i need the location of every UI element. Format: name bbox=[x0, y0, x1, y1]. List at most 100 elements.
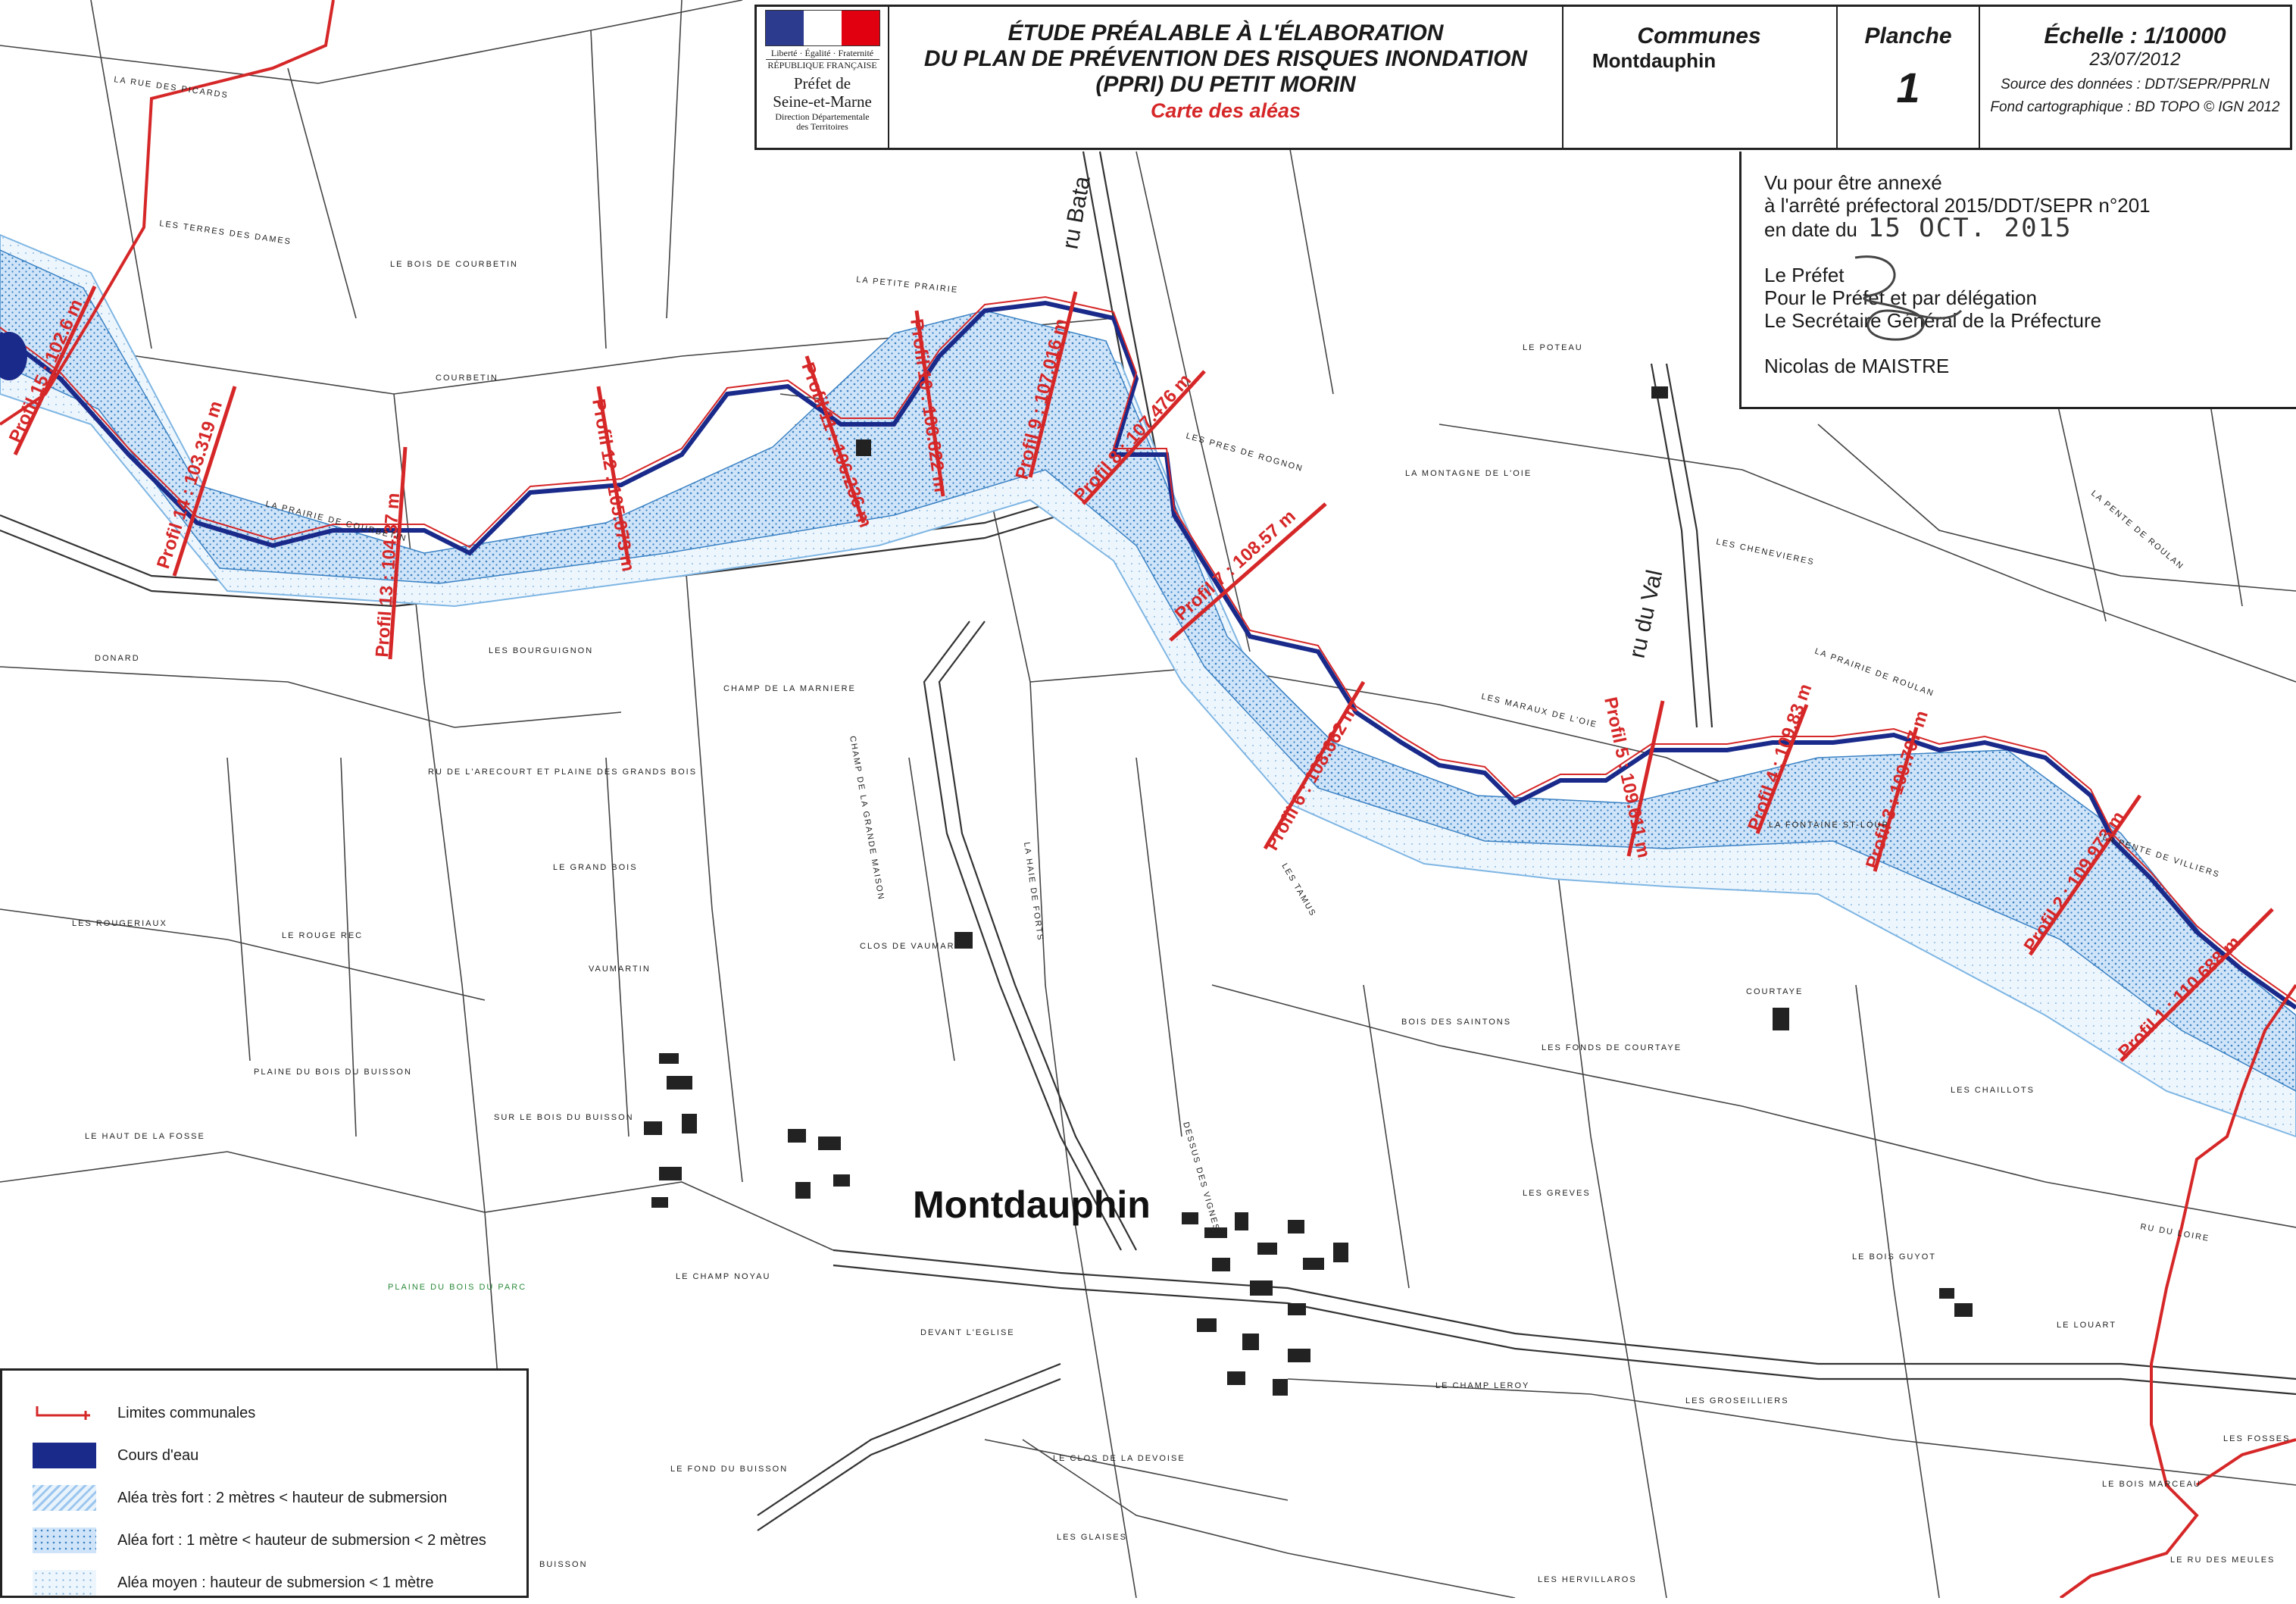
planche-number: 1 bbox=[1896, 64, 1920, 111]
scale-cell: Échelle : 1/10000 23/07/2012 Source des … bbox=[1980, 7, 2290, 148]
legend-label: Limites communales bbox=[117, 1404, 256, 1421]
light-dot-swatch-icon bbox=[33, 1570, 96, 1596]
logo-republic: RÉPUBLIQUE FRANÇAISE bbox=[765, 59, 879, 71]
place-name: LE BOIS DE COURBETIN bbox=[390, 260, 518, 269]
buildings bbox=[644, 386, 1973, 1396]
data-source: Source des données : DDT/SEPR/PPRLN bbox=[2001, 77, 2269, 92]
flood-zone-fort bbox=[0, 249, 2296, 1092]
place-name: COURTAYE bbox=[1746, 987, 1803, 996]
place-name: LA PENTE DE ROULAN bbox=[2089, 489, 2185, 571]
place-name: LA HAIE DE FORTS bbox=[1022, 842, 1045, 942]
place-name: LE GRAND BOIS bbox=[553, 863, 638, 872]
place-name: VAUMARTIN bbox=[589, 965, 651, 974]
place-name: BOIS DES SAINTONS bbox=[1401, 1018, 1511, 1027]
place-name: LES GLAISES bbox=[1057, 1533, 1127, 1542]
dense-dot-swatch-icon bbox=[33, 1527, 96, 1553]
logo-prefect-line1: Préfet de bbox=[793, 74, 851, 92]
place-name: RU DE L'ARECOURT ET PLAINE DES GRANDS BO… bbox=[428, 768, 697, 777]
place-name: LE HAUT DE LA FOSSE bbox=[85, 1132, 205, 1141]
place-name: LE POTEAU bbox=[1523, 343, 1583, 352]
stamp-line-2: à l'arrêté préfectoral 2015/DDT/SEPR n°2… bbox=[1764, 194, 2151, 217]
place-name: LES FOSSES bbox=[2223, 1434, 2290, 1443]
planche-cell: Planche 1 bbox=[1838, 7, 1980, 148]
map-background-source: Fond cartographique : BD TOPO © IGN 2012 bbox=[1990, 99, 2280, 115]
place-name: CHAMP DE LA GRANDE MAISON bbox=[848, 735, 886, 901]
legend-item-water: Cours d'eau bbox=[33, 1434, 526, 1477]
place-name: DEVANT L'EGLISE bbox=[920, 1328, 1015, 1337]
place-name: LES GREVES bbox=[1523, 1189, 1591, 1198]
stamp-line-4: Le Préfet bbox=[1764, 264, 1845, 286]
stamp-signatory: Nicolas de MAISTRE bbox=[1764, 355, 1950, 377]
place-name: DONARD bbox=[95, 654, 140, 663]
map-title: ÉTUDE PRÉALABLE À L'ÉLABORATION DU PLAN … bbox=[889, 7, 1563, 148]
place-name: CLOS DE VAUMARTIN bbox=[860, 942, 973, 951]
legend-item-fort: Aléa fort : 1 mètre < hauteur de submers… bbox=[33, 1519, 526, 1562]
boundary-line-icon bbox=[36, 1406, 90, 1420]
communes-value: Montdauphin bbox=[1592, 49, 1717, 72]
legend-label: Aléa moyen : hauteur de submersion < 1 m… bbox=[117, 1574, 434, 1591]
prefecture-logo: Liberté · Égalité · Fraternité RÉPUBLIQU… bbox=[757, 7, 889, 148]
place-name: LES MARAUX DE L'OIE bbox=[1480, 692, 1598, 730]
logo-ddt: Direction Départementale des Territoires bbox=[775, 112, 869, 132]
stamp-date-label: en date du bbox=[1764, 218, 1857, 241]
place-name: LA MONTAGNE DE L'OIE bbox=[1405, 469, 1532, 478]
place-name: PLAINE DU BOIS DU PARC bbox=[388, 1283, 526, 1292]
place-name: LE LOUART bbox=[2057, 1321, 2116, 1330]
place-name: LES CHAILLOTS bbox=[1951, 1086, 2035, 1095]
legend-item-moyen: Aléa moyen : hauteur de submersion < 1 m… bbox=[33, 1562, 526, 1604]
stamp-date: 15 OCT. 2015 bbox=[1867, 213, 2073, 243]
marianne-logo-icon bbox=[764, 10, 880, 46]
place-name: LA PRAIRIE DE ROULAN bbox=[1813, 647, 1935, 699]
place-name: LES HERVILLAROS bbox=[1538, 1575, 1637, 1584]
place-name: LE BOIS MARCEAU bbox=[2102, 1480, 2201, 1489]
stamp-line-6: Le Secrétaire Général de la Préfecture bbox=[1764, 309, 2102, 332]
signature-icon bbox=[1854, 255, 1963, 341]
place-name: LA RUE DES PICARDS bbox=[114, 75, 230, 100]
logo-ddt-line2: des Territoires bbox=[796, 121, 848, 132]
place-name: LE ROUGE REC bbox=[282, 931, 363, 940]
legend-label: Aléa fort : 1 mètre < hauteur de submers… bbox=[117, 1531, 486, 1549]
place-name: LE CHAMP NOYAU bbox=[676, 1272, 770, 1281]
hatched-swatch-icon bbox=[33, 1485, 96, 1511]
place-name: LES ROUGERIAUX bbox=[72, 919, 167, 928]
stamp-line-1: Vu pour être annexé bbox=[1764, 171, 1942, 194]
place-name: PLAINE DU BOIS DU BUISSON bbox=[254, 1068, 412, 1077]
map-legend: Limites communales Cours d'eau Aléa très… bbox=[0, 1368, 529, 1598]
place-name: LES TAMUS bbox=[1279, 862, 1317, 919]
title-block: Liberté · Égalité · Fraternité RÉPUBLIQU… bbox=[754, 5, 2292, 150]
town-label: Montdauphin bbox=[913, 1183, 1151, 1226]
title-line-2: DU PLAN DE PRÉVENTION DES RISQUES INONDA… bbox=[923, 46, 1528, 71]
place-name: LES FONDS DE COURTAYE bbox=[1542, 1043, 1682, 1052]
title-line-1: ÉTUDE PRÉALABLE À L'ÉLABORATION bbox=[1007, 20, 1444, 45]
legend-item-tres-fort: Aléa très fort : 2 mètres < hauteur de s… bbox=[33, 1477, 526, 1519]
place-name: BUISSON bbox=[539, 1560, 588, 1569]
communes-label: Communes bbox=[1637, 23, 1761, 48]
map-subtitle: Carte des aléas bbox=[1150, 99, 1301, 122]
communes-cell: Communes Montdauphin bbox=[1563, 7, 1838, 148]
stamp-line-3: en date du 15 OCT. 2015 bbox=[1764, 215, 2296, 241]
logo-prefect-line2: Seine-et-Marne bbox=[773, 92, 872, 111]
map-date: 23/07/2012 bbox=[2089, 49, 2181, 70]
logo-ddt-line1: Direction Départementale bbox=[775, 111, 870, 122]
stream-label-ru-du-val: ru du Val bbox=[1625, 567, 1668, 660]
place-name: LES PRES DE ROGNON bbox=[1185, 431, 1304, 474]
place-name: LES TERRES DES DAMES bbox=[159, 219, 292, 246]
place-name: RU DU LOIRE bbox=[2139, 1222, 2210, 1243]
place-name: LE CLOS DE LA DEVOISE bbox=[1053, 1454, 1185, 1463]
profile-lines bbox=[13, 285, 2274, 1062]
stamp-line-5: Pour le Préfet et par délégation bbox=[1764, 286, 2037, 309]
title-line-3: (PPRI) DU PETIT MORIN bbox=[1095, 72, 1356, 97]
river-petit-morin bbox=[0, 300, 2296, 1010]
place-name: LA FONTAINE ST-LOUP bbox=[1769, 821, 1889, 830]
logo-motto: Liberté · Égalité · Fraternité bbox=[770, 48, 874, 58]
legend-label: Cours d'eau bbox=[117, 1446, 199, 1464]
legend-label: Aléa très fort : 2 mètres < hauteur de s… bbox=[117, 1489, 448, 1506]
place-name: LES GROSEILLIERS bbox=[1685, 1396, 1789, 1405]
pond bbox=[0, 332, 27, 380]
scale-label: Échelle : 1/10000 bbox=[2044, 23, 2226, 48]
place-name: COURBETIN bbox=[436, 374, 498, 383]
place-name: LE CHAMP LEROY bbox=[1435, 1381, 1529, 1390]
approval-stamp: Vu pour être annexé à l'arrêté préfector… bbox=[1739, 152, 2296, 409]
